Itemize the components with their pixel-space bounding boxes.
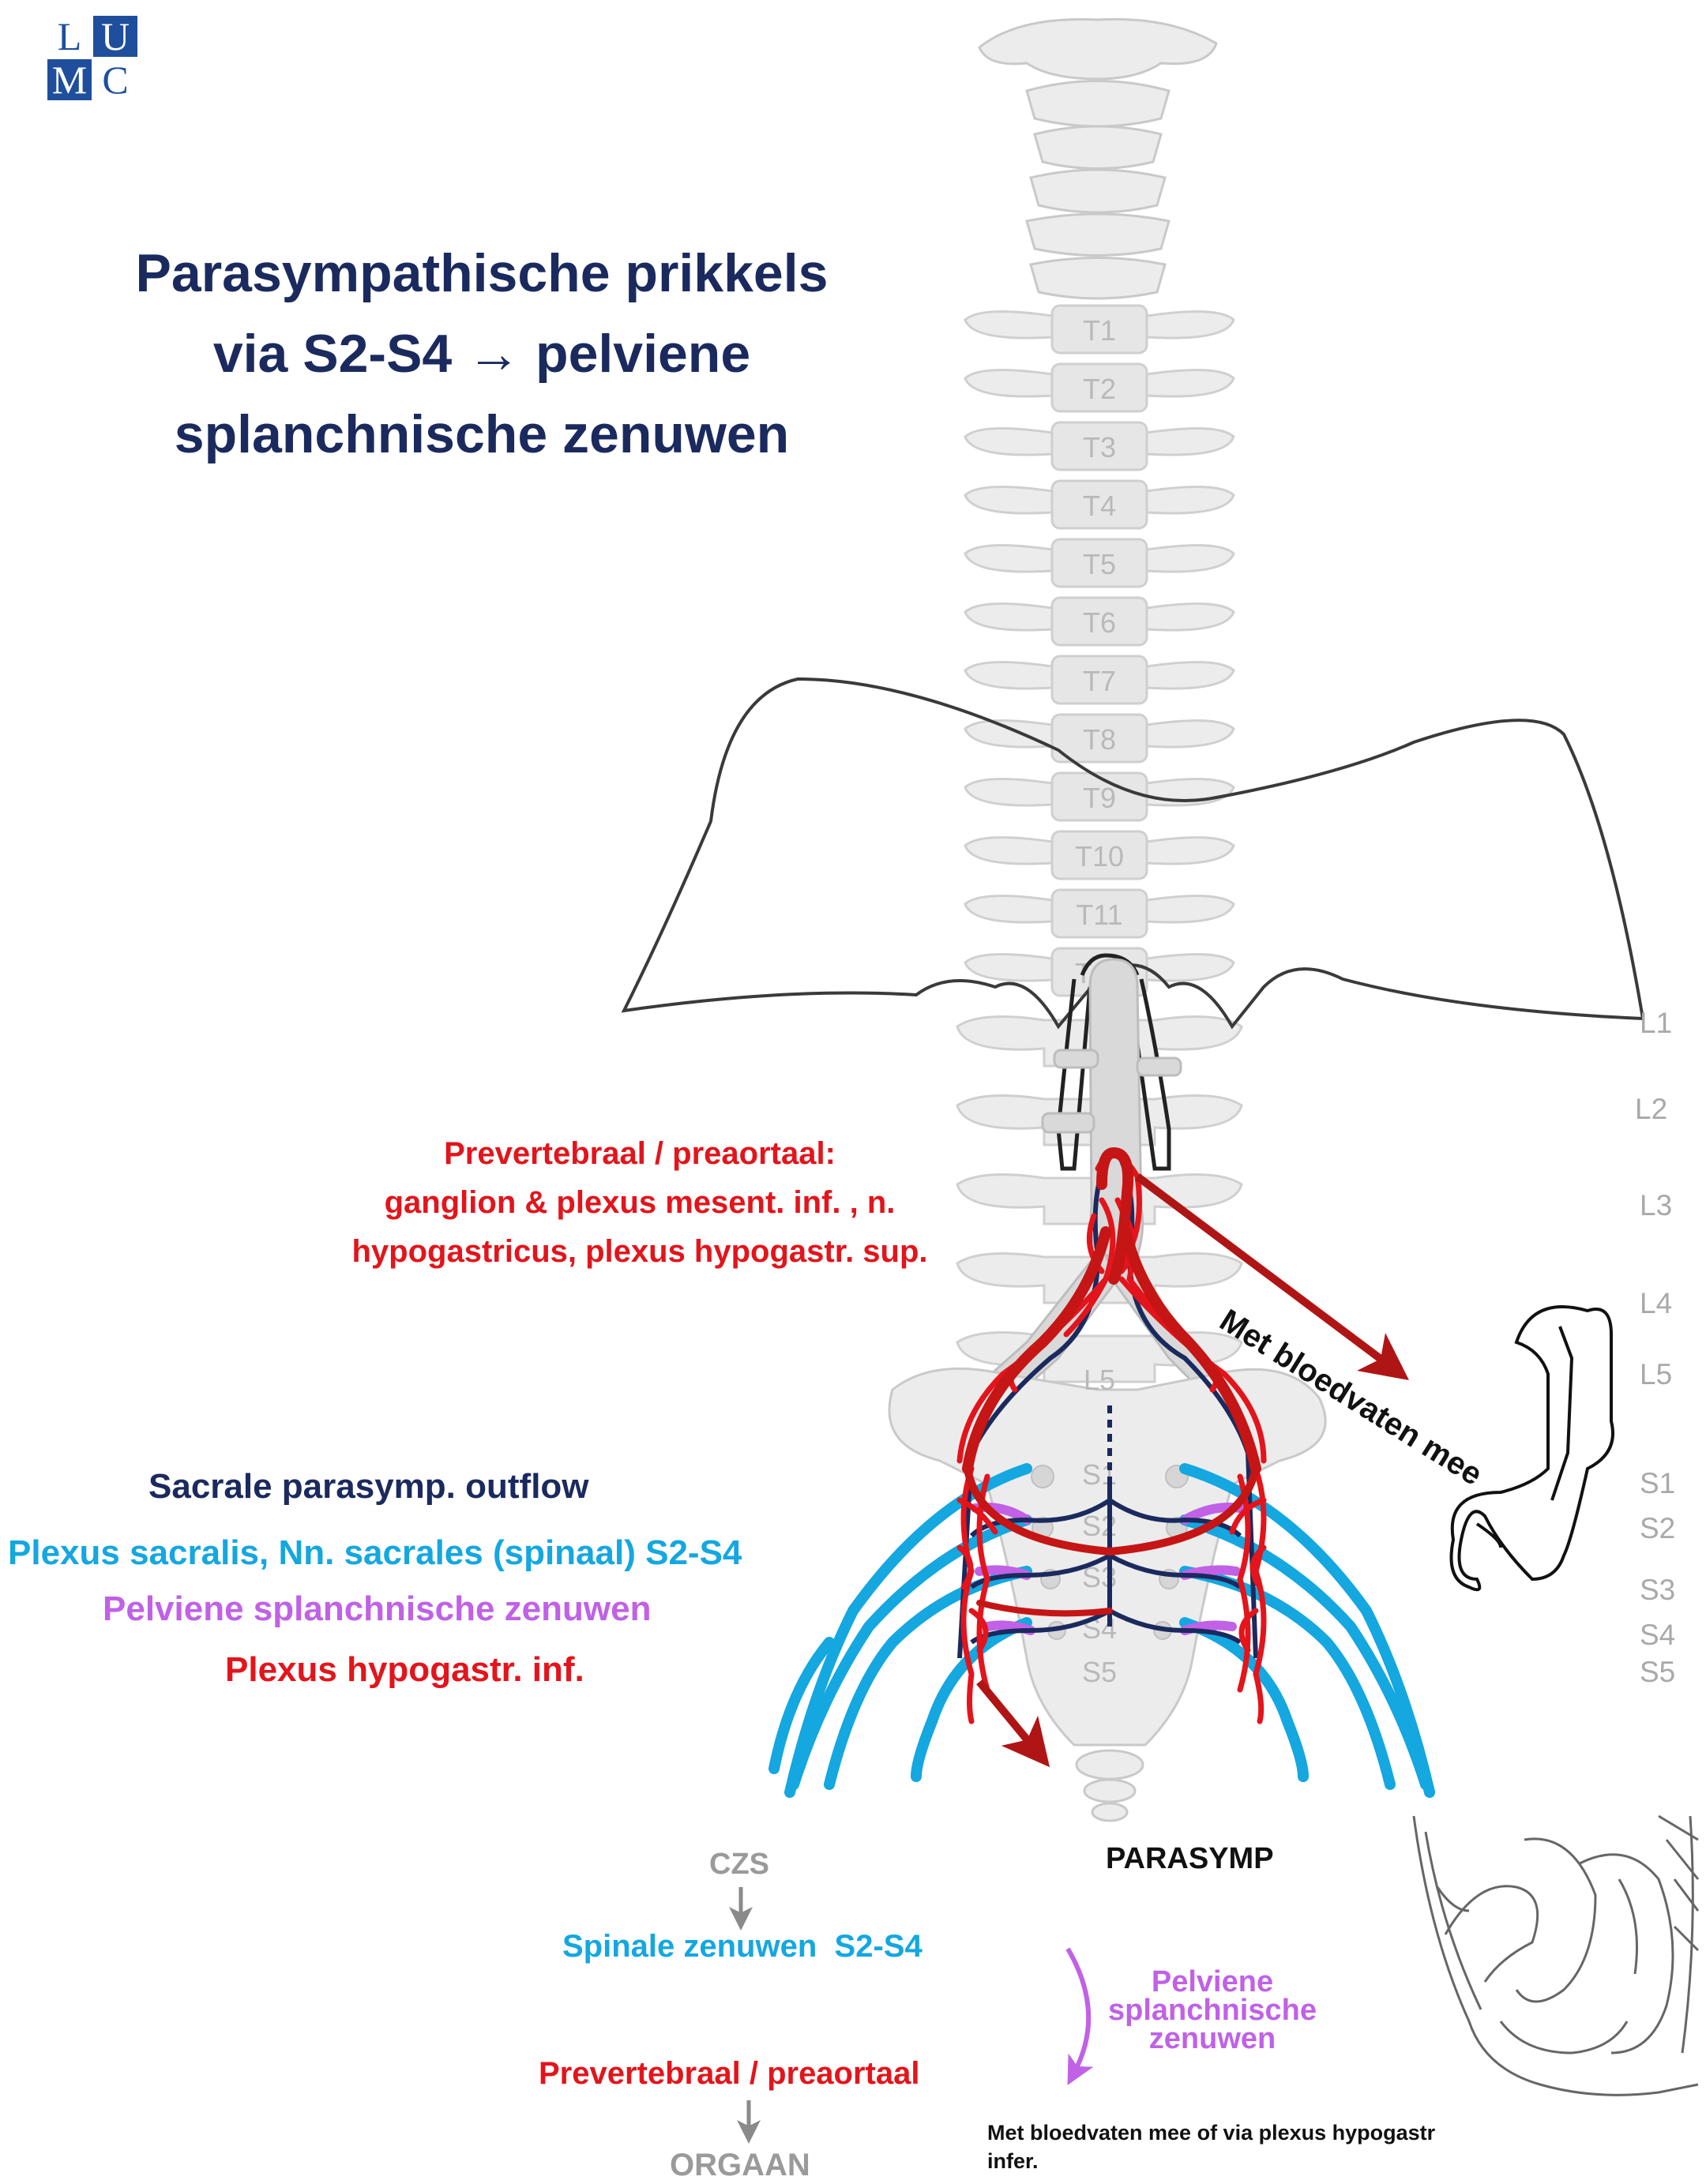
vertebra-t4: T4 bbox=[965, 481, 1234, 528]
vertebra-t1: T1 bbox=[965, 306, 1234, 353]
vertebra-t8: T8 bbox=[965, 715, 1234, 762]
label-l5-inner: L5 bbox=[1084, 1364, 1115, 1396]
prevertebral-line-2: ganglion & plexus mesent. inf. , n. bbox=[300, 1178, 979, 1227]
vertebra-label-t7: T7 bbox=[1083, 665, 1116, 697]
splanchnic-curved-arrow bbox=[1068, 1949, 1088, 2073]
parasymp-arrow-label: Pelviene splanchnische zenuwen bbox=[1094, 1968, 1331, 2053]
parasymp-note: Met bloedvaten mee of via plexus hypogas… bbox=[987, 2118, 1435, 2175]
pelvis-down-arrow bbox=[979, 1682, 1035, 1749]
pelvis-sagittal-outline bbox=[1414, 1816, 1698, 2095]
side-label-l4: L4 bbox=[1640, 1287, 1672, 1320]
vertebra-t2: T2 bbox=[965, 364, 1234, 411]
vertebra-label-t10: T10 bbox=[1075, 840, 1124, 872]
legend-plexus-sacralis: Plexus sacralis, Nn. sacrales (spinaal) … bbox=[8, 1533, 742, 1573]
vertebra-label-t11: T11 bbox=[1076, 899, 1122, 931]
side-label-l3: L3 bbox=[1640, 1189, 1672, 1222]
colon-outline bbox=[1452, 1307, 1614, 1589]
side-label-s4: S4 bbox=[1640, 1619, 1675, 1652]
side-label-s2: S2 bbox=[1640, 1512, 1675, 1545]
arrow-label-line-2: splanchnische bbox=[1094, 1996, 1331, 2025]
flow-prevertebral: Prevertebraal / preaortaal bbox=[539, 2056, 919, 2092]
legend-plexus-hypogastr-inf: Plexus hypogastr. inf. bbox=[225, 1650, 584, 1690]
side-label-l1: L1 bbox=[1640, 1007, 1672, 1040]
vertebra-t9: T9 bbox=[965, 773, 1234, 820]
vertebra-label-t9: T9 bbox=[1083, 782, 1116, 814]
side-label-s5: S5 bbox=[1640, 1656, 1675, 1689]
side-label-l5: L5 bbox=[1640, 1358, 1672, 1391]
vertebra-t6: T6 bbox=[965, 598, 1234, 645]
vertebra-t5: T5 bbox=[965, 539, 1234, 587]
coccyx bbox=[1077, 1751, 1143, 1821]
parasymp-note-line-1: Met bloedvaten mee of via plexus hypogas… bbox=[987, 2118, 1435, 2147]
parasymp-title: PARASYMP bbox=[1106, 1842, 1274, 1876]
flow-organ: ORGAAN bbox=[670, 2148, 810, 2183]
cervical-spine bbox=[979, 19, 1216, 298]
flow-czs: CZS bbox=[709, 1848, 769, 1882]
vertebra-t7: T7 bbox=[965, 656, 1234, 704]
vertebra-t3: T3 bbox=[965, 422, 1234, 470]
arrow-label-line-1: Pelviene bbox=[1094, 1968, 1331, 1996]
vertebra-label-t5: T5 bbox=[1083, 548, 1116, 580]
side-label-s3: S3 bbox=[1640, 1574, 1675, 1607]
legend-sacral-outflow: Sacrale parasymp. outflow bbox=[148, 1467, 589, 1507]
vertebra-t11: T11 bbox=[965, 890, 1234, 937]
flow-spinal: Spinale zenuwen S2-S4 bbox=[562, 1929, 923, 1964]
side-label-s1: S1 bbox=[1640, 1467, 1675, 1500]
vertebra-label-t1: T1 bbox=[1083, 314, 1116, 347]
vertebra-label-t8: T8 bbox=[1083, 723, 1116, 756]
vertebra-t10: T10 bbox=[965, 831, 1234, 879]
vertebra-label-t4: T4 bbox=[1083, 490, 1116, 522]
legend-pelvic-splanchnic: Pelviene splanchnische zenuwen bbox=[103, 1589, 651, 1629]
label-s5-inner: S5 bbox=[1082, 1656, 1117, 1688]
prevertebral-line-3: hypogastricus, plexus hypogastr. sup. bbox=[300, 1227, 979, 1276]
prevertebral-label: Prevertebraal / preaortaal: ganglion & p… bbox=[300, 1129, 979, 1276]
parasymp-note-line-2: infer. bbox=[987, 2147, 1435, 2175]
vertebra-label-t6: T6 bbox=[1083, 606, 1116, 639]
arrow-label-line-3: zenuwen bbox=[1094, 2025, 1331, 2053]
vertebra-label-t3: T3 bbox=[1083, 431, 1116, 463]
prevertebral-line-1: Prevertebraal / preaortaal: bbox=[300, 1129, 979, 1178]
vertebra-label-t2: T2 bbox=[1083, 373, 1116, 405]
side-label-l2: L2 bbox=[1635, 1093, 1667, 1126]
